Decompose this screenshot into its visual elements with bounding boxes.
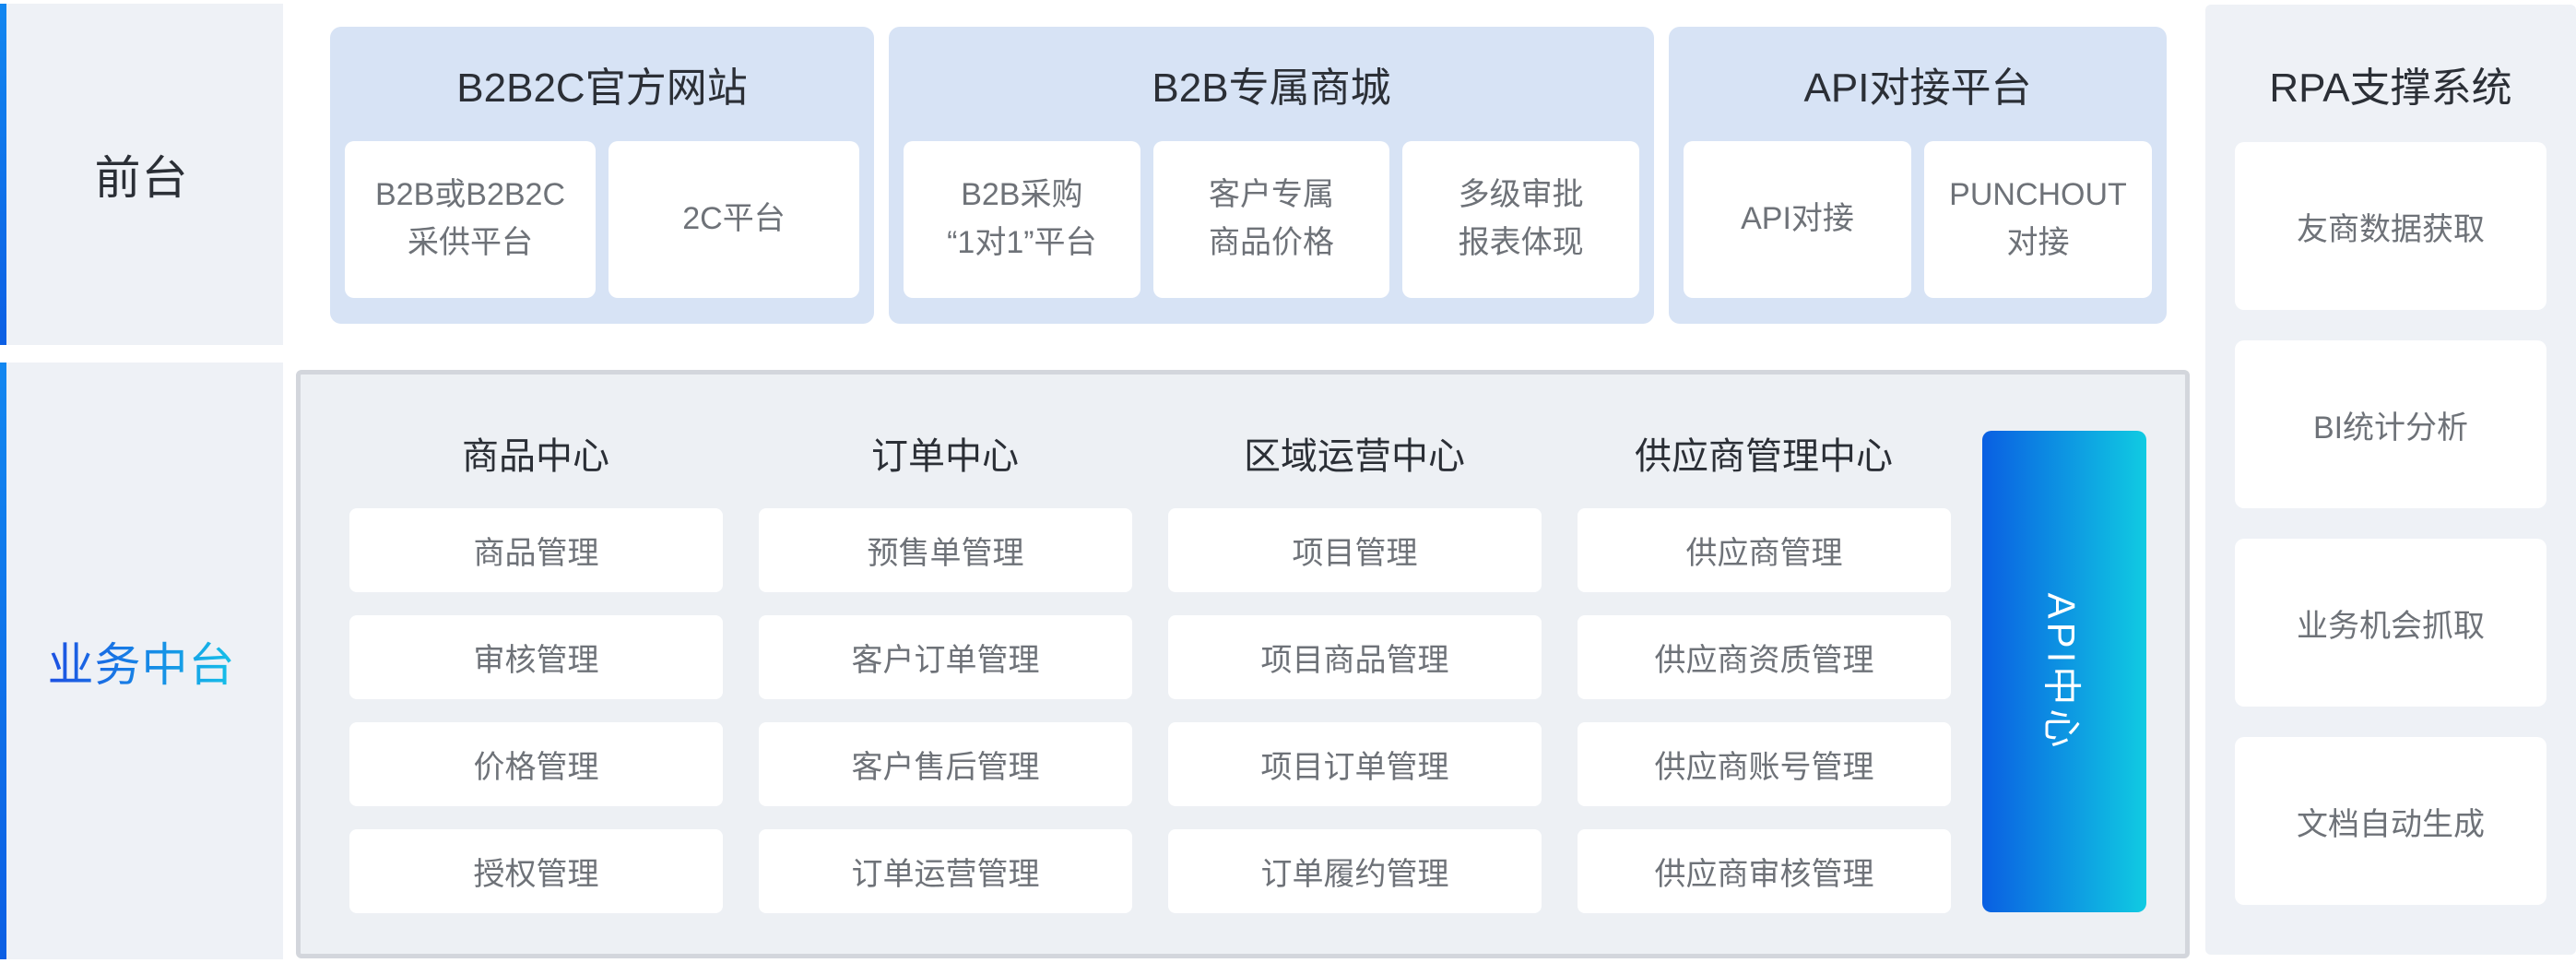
rpa-support-panel: RPA支撑系统 友商数据获取 BI统计分析 业务机会抓取 文档自动生成: [2205, 5, 2576, 955]
card-product-mgmt: 商品管理: [349, 508, 723, 592]
middle-office-panel: 商品中心 订单中心 区域运营中心 供应商管理中心 商品管理 审核管理 价格管理 …: [296, 370, 2190, 958]
card-customer-aftersale-mgmt: 客户售后管理: [759, 722, 1132, 806]
card-customer-order-mgmt: 客户订单管理: [759, 615, 1132, 699]
group-title: B2B专属商城: [1152, 65, 1391, 111]
group-items: B2B采购 “1对1”平台 客户专属 商品价格 多级审批 报表体现: [904, 141, 1640, 298]
card-review-mgmt: 审核管理: [349, 615, 723, 699]
rpa-panel-title: RPA支撑系统: [2269, 65, 2512, 111]
group-b2b2c-website: B2B2C官方网站 B2B或B2B2C 采供平台 2C平台: [330, 27, 874, 324]
card-authorization-mgmt: 授权管理: [349, 829, 723, 913]
column-title-product-center: 商品中心: [462, 436, 609, 477]
blue-accent-bar: [0, 363, 6, 959]
card-bi-statistics: BI统计分析: [2235, 340, 2546, 508]
blue-accent-bar: [0, 4, 6, 345]
card-project-order-mgmt: 项目订单管理: [1168, 722, 1542, 806]
card-presale-order-mgmt: 预售单管理: [759, 508, 1132, 592]
card-supplier-qualification-mgmt: 供应商资质管理: [1578, 615, 1951, 699]
card-supplier-mgmt: 供应商管理: [1578, 508, 1951, 592]
card-competitor-data-fetch: 友商数据获取: [2235, 142, 2546, 310]
card-business-opportunity-capture: 业务机会抓取: [2235, 539, 2546, 707]
card-project-product-mgmt: 项目商品管理: [1168, 615, 1542, 699]
group-api-platform: API对接平台 API对接 PUNCHOUT 对接: [1669, 27, 2167, 324]
group-b2b-mall: B2B专属商城 B2B采购 “1对1”平台 客户专属 商品价格 多级审批 报表体…: [889, 27, 1654, 324]
card-customer-pricing: 客户专属 商品价格: [1152, 141, 1390, 298]
card-order-fulfillment-mgmt: 订单履约管理: [1168, 829, 1542, 913]
card-punchout-connect: PUNCHOUT 对接: [1924, 141, 2152, 298]
card-2c-platform: 2C平台: [609, 141, 859, 298]
api-center-label: API中心: [2039, 592, 2084, 751]
column-title-supplier-center: 供应商管理中心: [1635, 436, 1893, 477]
column-title-order-center: 订单中心: [871, 436, 1019, 477]
card-api-connect: API对接: [1684, 141, 1911, 298]
group-title: API对接平台: [1803, 65, 2032, 111]
card-approval-report: 多级审批 报表体现: [1402, 141, 1640, 298]
card-b2b-procurement: B2B采购 “1对1”平台: [904, 141, 1140, 298]
column-title-region-center: 区域运营中心: [1244, 436, 1465, 477]
card-project-mgmt: 项目管理: [1168, 508, 1542, 592]
group-title: B2B2C官方网站: [456, 65, 748, 111]
front-office-rail: 前台: [0, 4, 283, 345]
card-b2b-b2b2c-platform: B2B或B2B2C 采供平台: [345, 141, 596, 298]
card-supplier-review-mgmt: 供应商审核管理: [1578, 829, 1951, 913]
card-supplier-account-mgmt: 供应商账号管理: [1578, 722, 1951, 806]
front-office-label: 前台: [94, 152, 189, 204]
api-center-bar: API中心: [1982, 431, 2146, 912]
group-items: B2B或B2B2C 采供平台 2C平台: [345, 141, 859, 298]
card-order-operation-mgmt: 订单运营管理: [759, 829, 1132, 913]
middle-office-rail: 业务中台: [0, 363, 283, 959]
card-price-mgmt: 价格管理: [349, 722, 723, 806]
card-document-auto-generation: 文档自动生成: [2235, 737, 2546, 905]
group-items: API对接 PUNCHOUT 对接: [1684, 141, 2152, 298]
middle-office-label: 业务中台: [48, 628, 236, 695]
